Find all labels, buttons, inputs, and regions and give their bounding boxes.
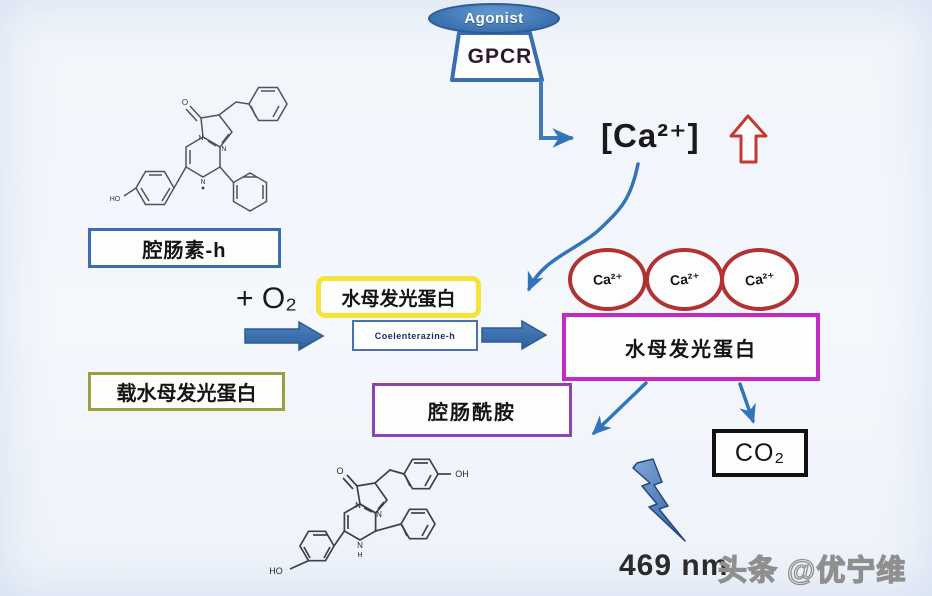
ca-ion-ellipse: Ca²⁺ [568, 248, 647, 311]
calcium-curve-arrow [527, 162, 640, 292]
ca-ion-ellipse: Ca²⁺ [720, 248, 799, 311]
coelenterazine-h-label: 腔肠素-h [142, 239, 227, 262]
emission-arrow [591, 381, 648, 436]
watermark: 头条 @优宁维生物 [717, 554, 907, 587]
aequorin-yellow-label: 水母发光蛋白 [341, 288, 456, 310]
ca-ion-label: Ca²⁺ [668, 269, 701, 289]
lightning-bolt-icon [632, 458, 686, 542]
coelenteramide-label: 腔肠酰胺 [428, 401, 516, 424]
svg-text:N: N [198, 135, 203, 142]
calcium-concentration-label: [Ca²⁺] [601, 117, 700, 154]
plus-o2-label: + O₂ [236, 282, 297, 315]
agonist-ellipse: Agonist [428, 3, 560, 34]
agonist-label: Agonist [464, 10, 524, 27]
svg-text:N: N [357, 541, 363, 550]
gpcr-to-calcium-arrow [539, 79, 575, 148]
svg-text:OH: OH [455, 469, 469, 479]
svg-text:N: N [200, 179, 205, 186]
ca-ion-ellipse: Ca²⁺ [645, 248, 724, 311]
gpcr-label: GPCR [467, 45, 533, 68]
ca-ion-label: Ca²⁺ [591, 269, 623, 289]
coelenteramide-box: 腔肠酰胺 [372, 383, 572, 437]
svg-text:H: H [357, 552, 362, 559]
calcium-increase-arrow [729, 114, 768, 164]
coelenterazine-h-structure: O N N N HO [110, 86, 288, 212]
svg-text:O: O [182, 98, 188, 107]
reaction-block-arrow-2 [481, 319, 548, 351]
apo-aequorin-label: 载水母发光蛋白 [116, 383, 257, 405]
coelenterazine-en-label: Coelenterazine-h [374, 330, 456, 341]
svg-text:N: N [221, 146, 226, 153]
svg-text:N: N [376, 510, 382, 519]
co2-arrow [738, 382, 756, 424]
apo-aequorin-box: 载水母发光蛋白 [88, 372, 285, 411]
wavelength-label: 469 nm [619, 549, 729, 582]
coelenterazine-en-box: Coelenterazine-h [352, 320, 478, 351]
aequorin-magenta-box: 水母发光蛋白 [562, 313, 820, 381]
coelenterazine-h-box: 腔肠素-h [88, 228, 281, 268]
svg-text:HO: HO [269, 566, 283, 576]
co2-label: CO₂ [734, 438, 786, 467]
aequorin-magenta-label: 水母发光蛋白 [625, 338, 757, 361]
svg-text:HO: HO [110, 196, 121, 203]
ca-ion-label: Ca²⁺ [743, 268, 776, 290]
coelenteramide-structure: O OH N N N H HO [269, 458, 469, 576]
svg-text:N: N [355, 501, 361, 510]
reaction-block-arrow-1 [244, 320, 325, 352]
svg-text:O: O [336, 466, 343, 476]
co2-box: CO₂ [712, 429, 808, 477]
aequorin-yellow-box: 水母发光蛋白 [316, 276, 481, 318]
